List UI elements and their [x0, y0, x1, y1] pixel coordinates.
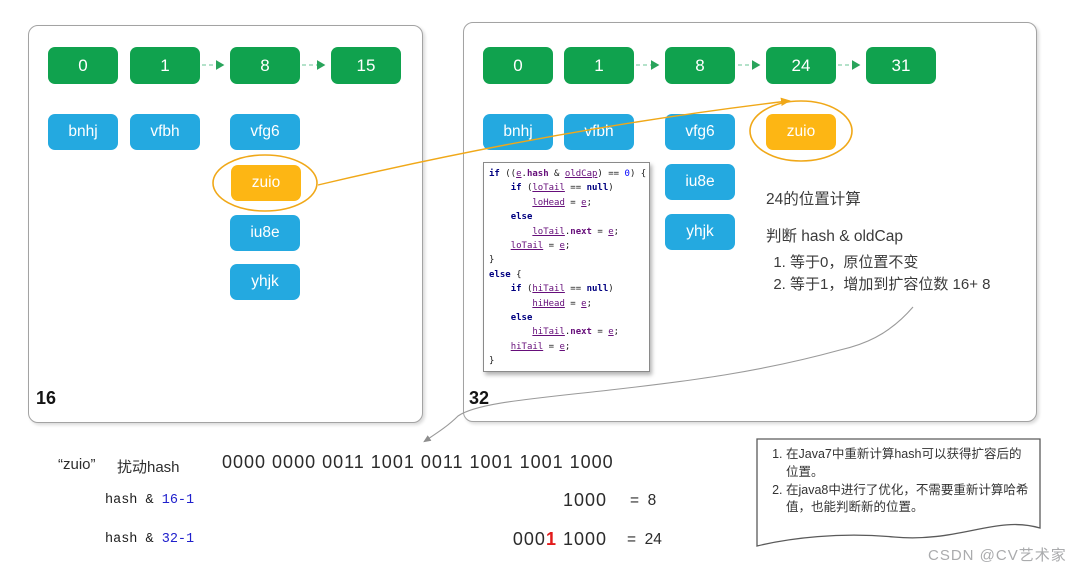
bucket-node: 15	[331, 47, 401, 84]
entry-node: bnhj	[483, 114, 553, 150]
new-high-bit: 1	[545, 529, 557, 549]
result-pre: 000	[512, 529, 546, 549]
entry-node: bnhj	[48, 114, 118, 150]
entry-node: iu8e	[665, 164, 735, 200]
bucket-label: 8	[695, 55, 705, 75]
entry-node: yhjk	[230, 264, 300, 300]
note-box: 在Java7中重新计算hash可以获得扩容后的位置。 在java8中进行了优化，…	[756, 438, 1046, 558]
bucket-node: 1	[130, 47, 200, 84]
entry-label: vfg6	[250, 123, 280, 140]
capacity-label-16: 16	[36, 388, 57, 408]
hash-binary-value: 0000 0000 0011 1001 0011 1001 1001 1000	[222, 452, 614, 472]
mask-16-1: 16-1	[161, 493, 195, 508]
mask-32-1: 32-1	[161, 532, 195, 547]
bucket-label: 1	[160, 55, 170, 75]
result-post: 1000	[556, 529, 607, 549]
expr-hash-and: hash &	[105, 532, 162, 547]
entry-label: vfbh	[584, 123, 614, 140]
bucket-label: 1	[594, 55, 604, 75]
entry-label: yhjk	[686, 223, 714, 240]
bucket-node: 0	[48, 47, 118, 84]
bucket-node: 24	[766, 47, 836, 84]
bucket-label: 15	[356, 55, 376, 75]
entry-label: vfbh	[150, 123, 180, 140]
mask-expr-16: hash & 16-1	[105, 493, 194, 508]
capacity-label-32: 32	[469, 388, 490, 408]
entry-node: vfg6	[665, 114, 735, 150]
explain-list: 等于0，原位置不变 等于1，增加到扩容位数 16+ 8	[766, 252, 990, 295]
bucket-label: 0	[513, 55, 523, 75]
mask-expr-32: hash & 32-1	[105, 532, 194, 547]
equals-8: = 8	[630, 492, 657, 509]
equals-24: = 24	[627, 531, 662, 548]
entry-node: iu8e	[230, 215, 300, 251]
entry-node: yhjk	[665, 214, 735, 250]
key-name-quoted: “zuio”	[58, 456, 96, 473]
bucket-node: 1	[564, 47, 634, 84]
highlighted-entry-node: zuio	[766, 114, 836, 150]
explain-title: 24的位置计算	[766, 191, 861, 208]
entry-label: zuio	[786, 123, 816, 140]
entry-label: yhjk	[251, 273, 279, 290]
result-bits-32: 0001 1000	[513, 529, 607, 550]
disturb-hash-label: 扰动hash	[117, 459, 180, 476]
note-item: 在Java7中重新计算hash可以获得扩容后的位置。	[786, 446, 1032, 482]
highlighted-entry-node: zuio	[231, 165, 301, 201]
entry-label: bnhj	[68, 123, 98, 140]
explain-subtitle: 判断 hash & oldCap	[766, 228, 903, 245]
explain-item: 等于0，原位置不变	[790, 252, 990, 274]
note-text: 在Java7中重新计算hash可以获得扩容后的位置。 在java8中进行了优化，…	[768, 446, 1032, 517]
bucket-label: 8	[260, 55, 270, 75]
entry-label: iu8e	[685, 173, 715, 190]
note-document-shape	[756, 438, 1041, 547]
expr-hash-and: hash &	[105, 493, 162, 508]
note-item: 在java8中进行了优化，不需要重新计算哈希值，也能判断新的位置。	[786, 482, 1032, 518]
entry-label: zuio	[251, 174, 281, 191]
watermark: CSDN @CV艺术家	[928, 547, 1067, 564]
bucket-node: 8	[665, 47, 735, 84]
entry-label: iu8e	[250, 224, 280, 241]
bucket-node: 8	[230, 47, 300, 84]
explain-item: 等于1，增加到扩容位数 16+ 8	[790, 274, 990, 296]
bucket-node: 0	[483, 47, 553, 84]
bucket-label: 31	[891, 55, 911, 75]
entry-label: vfg6	[685, 123, 715, 140]
entry-node: vfbh	[564, 114, 634, 150]
bucket-label: 24	[791, 55, 811, 75]
panel-capacity-16	[28, 25, 423, 423]
result-bits-16: 1000	[562, 490, 607, 510]
entry-node: vfbh	[130, 114, 200, 150]
bucket-label: 0	[78, 55, 88, 75]
bucket-node: 31	[866, 47, 936, 84]
entry-label: bnhj	[503, 123, 533, 140]
entry-node: vfg6	[230, 114, 300, 150]
java-resize-code-snippet: if ((e.hash & oldCap) == 0) { if (loTail…	[483, 162, 650, 372]
